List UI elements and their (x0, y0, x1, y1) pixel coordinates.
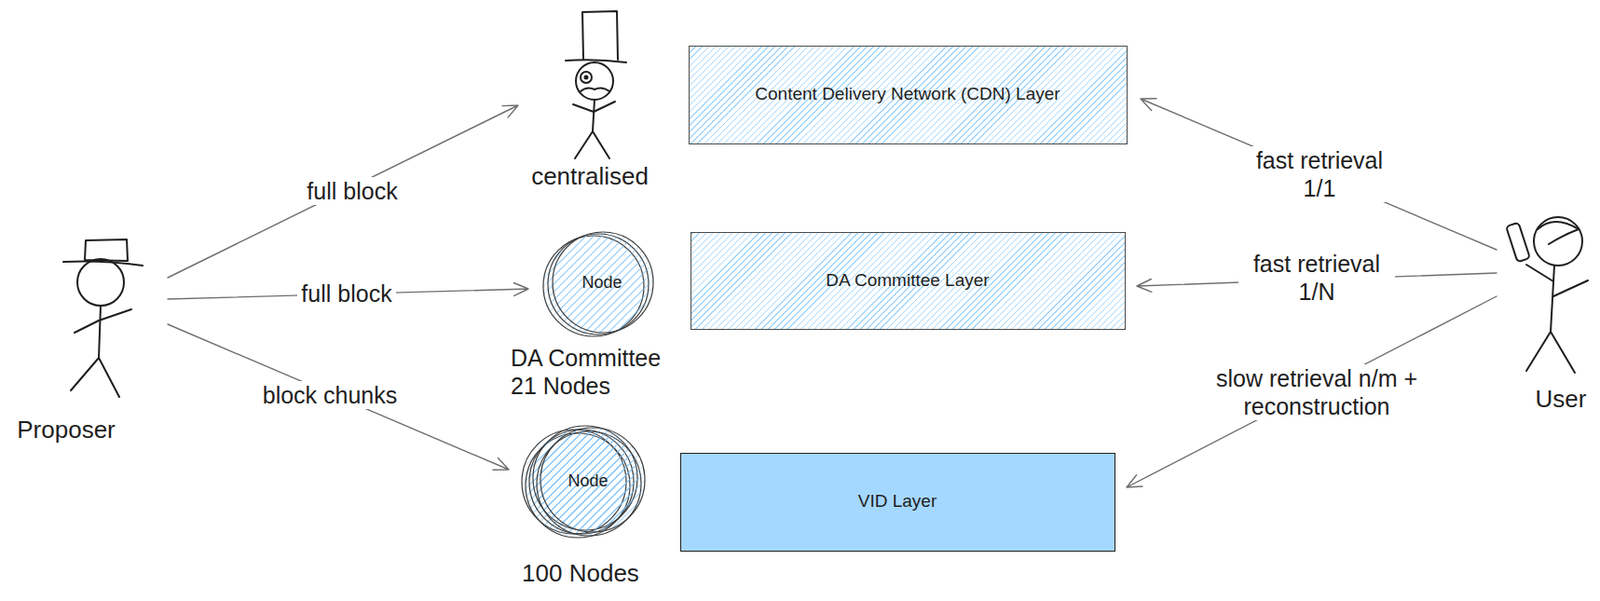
edge-label: full block (302, 177, 401, 206)
node-label: Node (567, 471, 608, 493)
head (1533, 217, 1583, 266)
head (77, 259, 124, 306)
arms (573, 101, 616, 112)
vid-node-stack: Node100 Nodes (518, 416, 645, 547)
edge-label: fast retrieval 1/1 (1241, 146, 1398, 203)
da-committee-node: NodeDA Committee 21 Nodes (537, 228, 655, 340)
body (1550, 265, 1555, 332)
arms (74, 309, 132, 333)
node-label: Node (581, 273, 622, 294)
node-caption: DA Committee 21 Nodes (510, 343, 679, 400)
mustache (580, 87, 610, 92)
da-layer-box: DA Committee Layer (690, 232, 1126, 330)
monocle (580, 71, 592, 83)
arrow-connector (1140, 98, 1497, 250)
node-label: Content Delivery Network (CDN) Layer (754, 83, 1060, 106)
node-label: DA Committee Layer (825, 270, 989, 292)
legs (1526, 331, 1575, 373)
hair (1537, 221, 1579, 245)
edge-label: full block (297, 279, 396, 308)
legs (70, 357, 120, 397)
head (575, 62, 614, 100)
user-figure: User (1496, 206, 1596, 420)
eye (585, 76, 589, 80)
vid-layer-box: VID Layer (680, 452, 1116, 552)
cdn-layer-box: Content Delivery Network (CDN) Layer (688, 45, 1128, 145)
phone (1505, 222, 1531, 262)
top-hat-crown (582, 11, 618, 60)
edge-label: fast retrieval 1/N (1238, 249, 1395, 306)
edge-label: block chunks (259, 381, 402, 410)
centralised-illustration (565, 11, 627, 159)
node-label: Proposer (16, 415, 116, 445)
node-circle (552, 232, 654, 333)
edge-label: slow retrieval n/m + reconstruction (1203, 364, 1431, 421)
body (592, 99, 595, 132)
hat-brim (63, 261, 143, 267)
arrow-connector (167, 105, 519, 278)
node-caption: 100 Nodes (521, 559, 640, 589)
node-label: centralised (531, 162, 649, 192)
proposer-figure: Proposer (7, 232, 168, 450)
centralised-figure: centralised (518, 5, 664, 194)
node-label: User (1535, 384, 1587, 414)
user-illustration (1505, 217, 1588, 373)
node-label: VID Layer (858, 491, 937, 513)
legs (574, 131, 610, 159)
arms (1526, 264, 1588, 297)
body (98, 305, 101, 358)
proposer-illustration (63, 239, 143, 397)
node-circle (540, 427, 645, 533)
hat-crown (84, 239, 128, 261)
arrow-connector (1126, 296, 1497, 488)
arrow-connector (167, 324, 509, 470)
